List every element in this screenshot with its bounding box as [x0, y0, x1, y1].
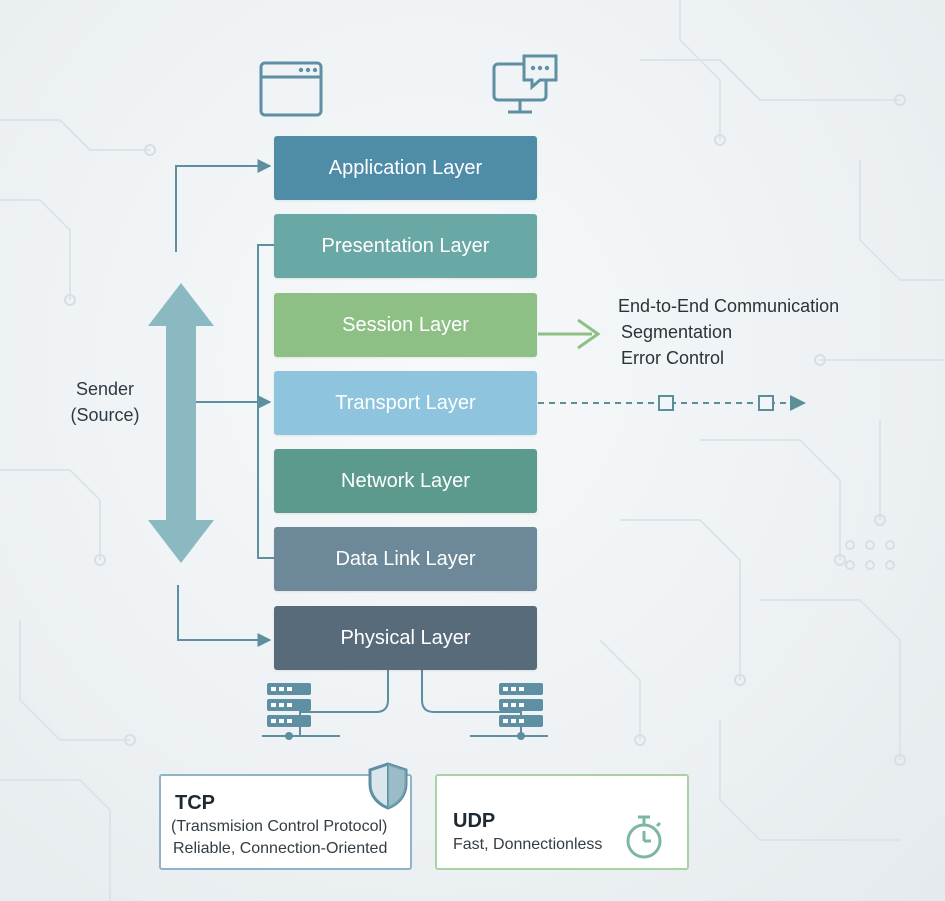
sender-title: Sender: [75, 379, 135, 399]
layer-label: Data Link Layer: [335, 547, 476, 570]
tcp-description: Reliable, Connection-Oriented: [173, 840, 388, 857]
tcp-title: TCP: [175, 792, 215, 814]
feature-item: End-to-End Communication: [618, 296, 840, 316]
layer-data-link[interactable]: Data Link Layer: [274, 527, 537, 591]
udp-description: Fast, Donnectionless: [453, 836, 603, 853]
layer-label: Application Layer: [328, 156, 483, 179]
feature-item: Error Control: [621, 348, 725, 368]
connector-to-application: [175, 159, 272, 252]
layer-network[interactable]: Network Layer: [274, 449, 537, 513]
layer-label: Transport Layer: [335, 391, 476, 414]
sender-label: Sender (Source): [62, 376, 148, 428]
layer-session[interactable]: Session Layer: [274, 293, 537, 357]
server-rack-icon: [499, 683, 543, 727]
feature-item: Segmentation: [621, 322, 733, 342]
layer-presentation[interactable]: Presentation Layer: [274, 214, 537, 278]
layer-label: Network Layer: [341, 469, 470, 492]
chat-monitor-icon: [492, 54, 558, 114]
server-rack-icon: [267, 683, 311, 727]
bidirectional-arrow-icon: [148, 283, 214, 563]
udp-title: UDP: [453, 810, 496, 832]
packet-icon: [758, 395, 774, 411]
layer-application[interactable]: Application Layer: [274, 136, 537, 200]
browser-window-icon: [259, 61, 323, 117]
tcp-fullname: (Transmision Control Protocol): [171, 818, 388, 835]
sender-subtitle: (Source): [70, 405, 140, 425]
layer-label: Presentation Layer: [321, 234, 490, 257]
udp-card: UDP Fast, Donnectionless: [435, 774, 689, 870]
transport-features: End-to-End Communication Segmentation Er…: [618, 293, 839, 371]
layer-label: Session Layer: [342, 313, 469, 336]
packet-icon: [658, 395, 674, 411]
layer-physical[interactable]: Physical Layer: [274, 606, 537, 670]
layer-label: Physical Layer: [340, 626, 471, 649]
stopwatch-icon: [626, 815, 662, 859]
shield-icon: [368, 762, 408, 810]
connector-to-physical: [177, 585, 272, 647]
layer-transport[interactable]: Transport Layer: [274, 371, 537, 435]
